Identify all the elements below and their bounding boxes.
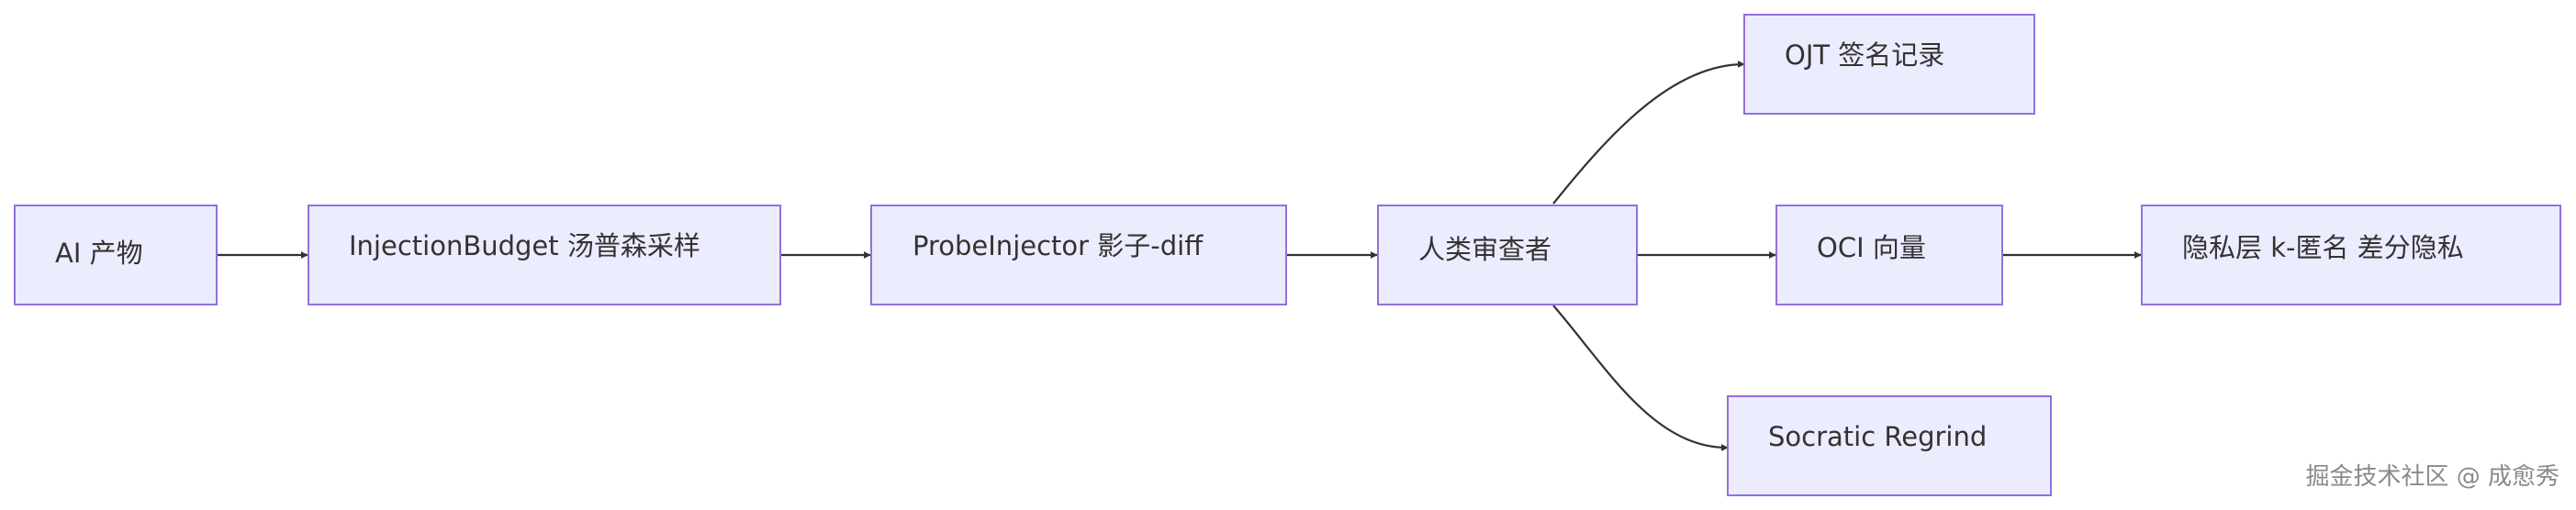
node-ai-artifact: AI 产物 bbox=[14, 205, 218, 305]
node-injection-budget: InjectionBudget 汤普森采样 bbox=[308, 205, 781, 305]
node-human-reviewer: 人类审查者 bbox=[1377, 205, 1638, 305]
node-probe-injector: ProbeInjector 影子-diff bbox=[870, 205, 1287, 305]
node-ojt-record: OJT 签名记录 bbox=[1743, 14, 2035, 115]
node-privacy-layer: 隐私层 k-匿名 差分隐私 bbox=[2141, 205, 2561, 305]
edge-human-reviewer-to-socratic-regrind bbox=[1552, 305, 1729, 451]
edges bbox=[218, 61, 2142, 451]
node-oci-vector-label: OCI 向量 bbox=[1817, 232, 1926, 263]
node-ojt-record-label: OJT 签名记录 bbox=[1785, 39, 1944, 71]
node-oci-vector: OCI 向量 bbox=[1775, 205, 2003, 305]
node-human-reviewer-label: 人类审查者 bbox=[1418, 234, 1551, 265]
node-probe-injector-label: ProbeInjector 影子-diff bbox=[913, 230, 1204, 261]
node-ai-artifact-label: AI 产物 bbox=[55, 238, 143, 269]
node-socratic-regrind-label: Socratic Regrind bbox=[1768, 421, 1987, 452]
watermark-text: 掘金技术社区 @ 成愈秀 bbox=[2305, 463, 2559, 491]
node-injection-budget-label: InjectionBudget 汤普森采样 bbox=[349, 230, 700, 261]
node-privacy-layer-label: 隐私层 k-匿名 差分隐私 bbox=[2182, 232, 2464, 263]
node-socratic-regrind: Socratic Regrind bbox=[1727, 395, 2052, 496]
edge-human-reviewer-to-ojt-record bbox=[1552, 61, 1745, 205]
